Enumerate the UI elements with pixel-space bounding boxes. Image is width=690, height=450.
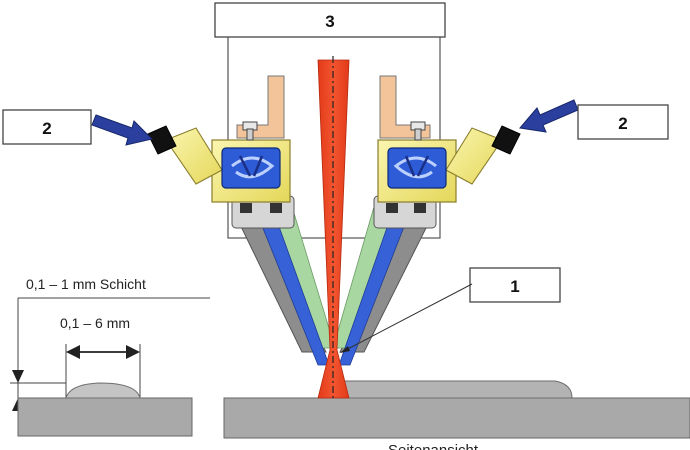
detail-inset: 0,1 – 1 mm Schicht 0,1 – 6 mm	[10, 276, 210, 437]
layer-thickness-label: 0,1 – 1 mm Schicht	[26, 276, 146, 292]
bead-profile	[65, 382, 141, 399]
label-2-right: 2	[618, 114, 627, 133]
label-2-left: 2	[42, 119, 51, 138]
box-3	[214, 2, 446, 38]
label-3: 3	[325, 12, 334, 31]
laser-beam	[317, 56, 350, 399]
cladding-track	[337, 380, 573, 399]
label-1: 1	[510, 277, 519, 296]
powder-arrow-right	[519, 99, 579, 133]
box-1: 1	[340, 267, 561, 353]
leader-line-1	[341, 283, 473, 353]
nozzle-left	[147, 75, 336, 366]
box-2-left: 2	[2, 109, 92, 145]
bead-width-label: 0,1 – 6 mm	[60, 315, 130, 331]
powder-arrow-left	[91, 114, 153, 146]
box-2-right: 2	[577, 104, 669, 140]
substrate-main	[223, 380, 690, 439]
view-caption: Seitenansicht	[388, 442, 479, 450]
nozzle-right	[332, 75, 521, 366]
